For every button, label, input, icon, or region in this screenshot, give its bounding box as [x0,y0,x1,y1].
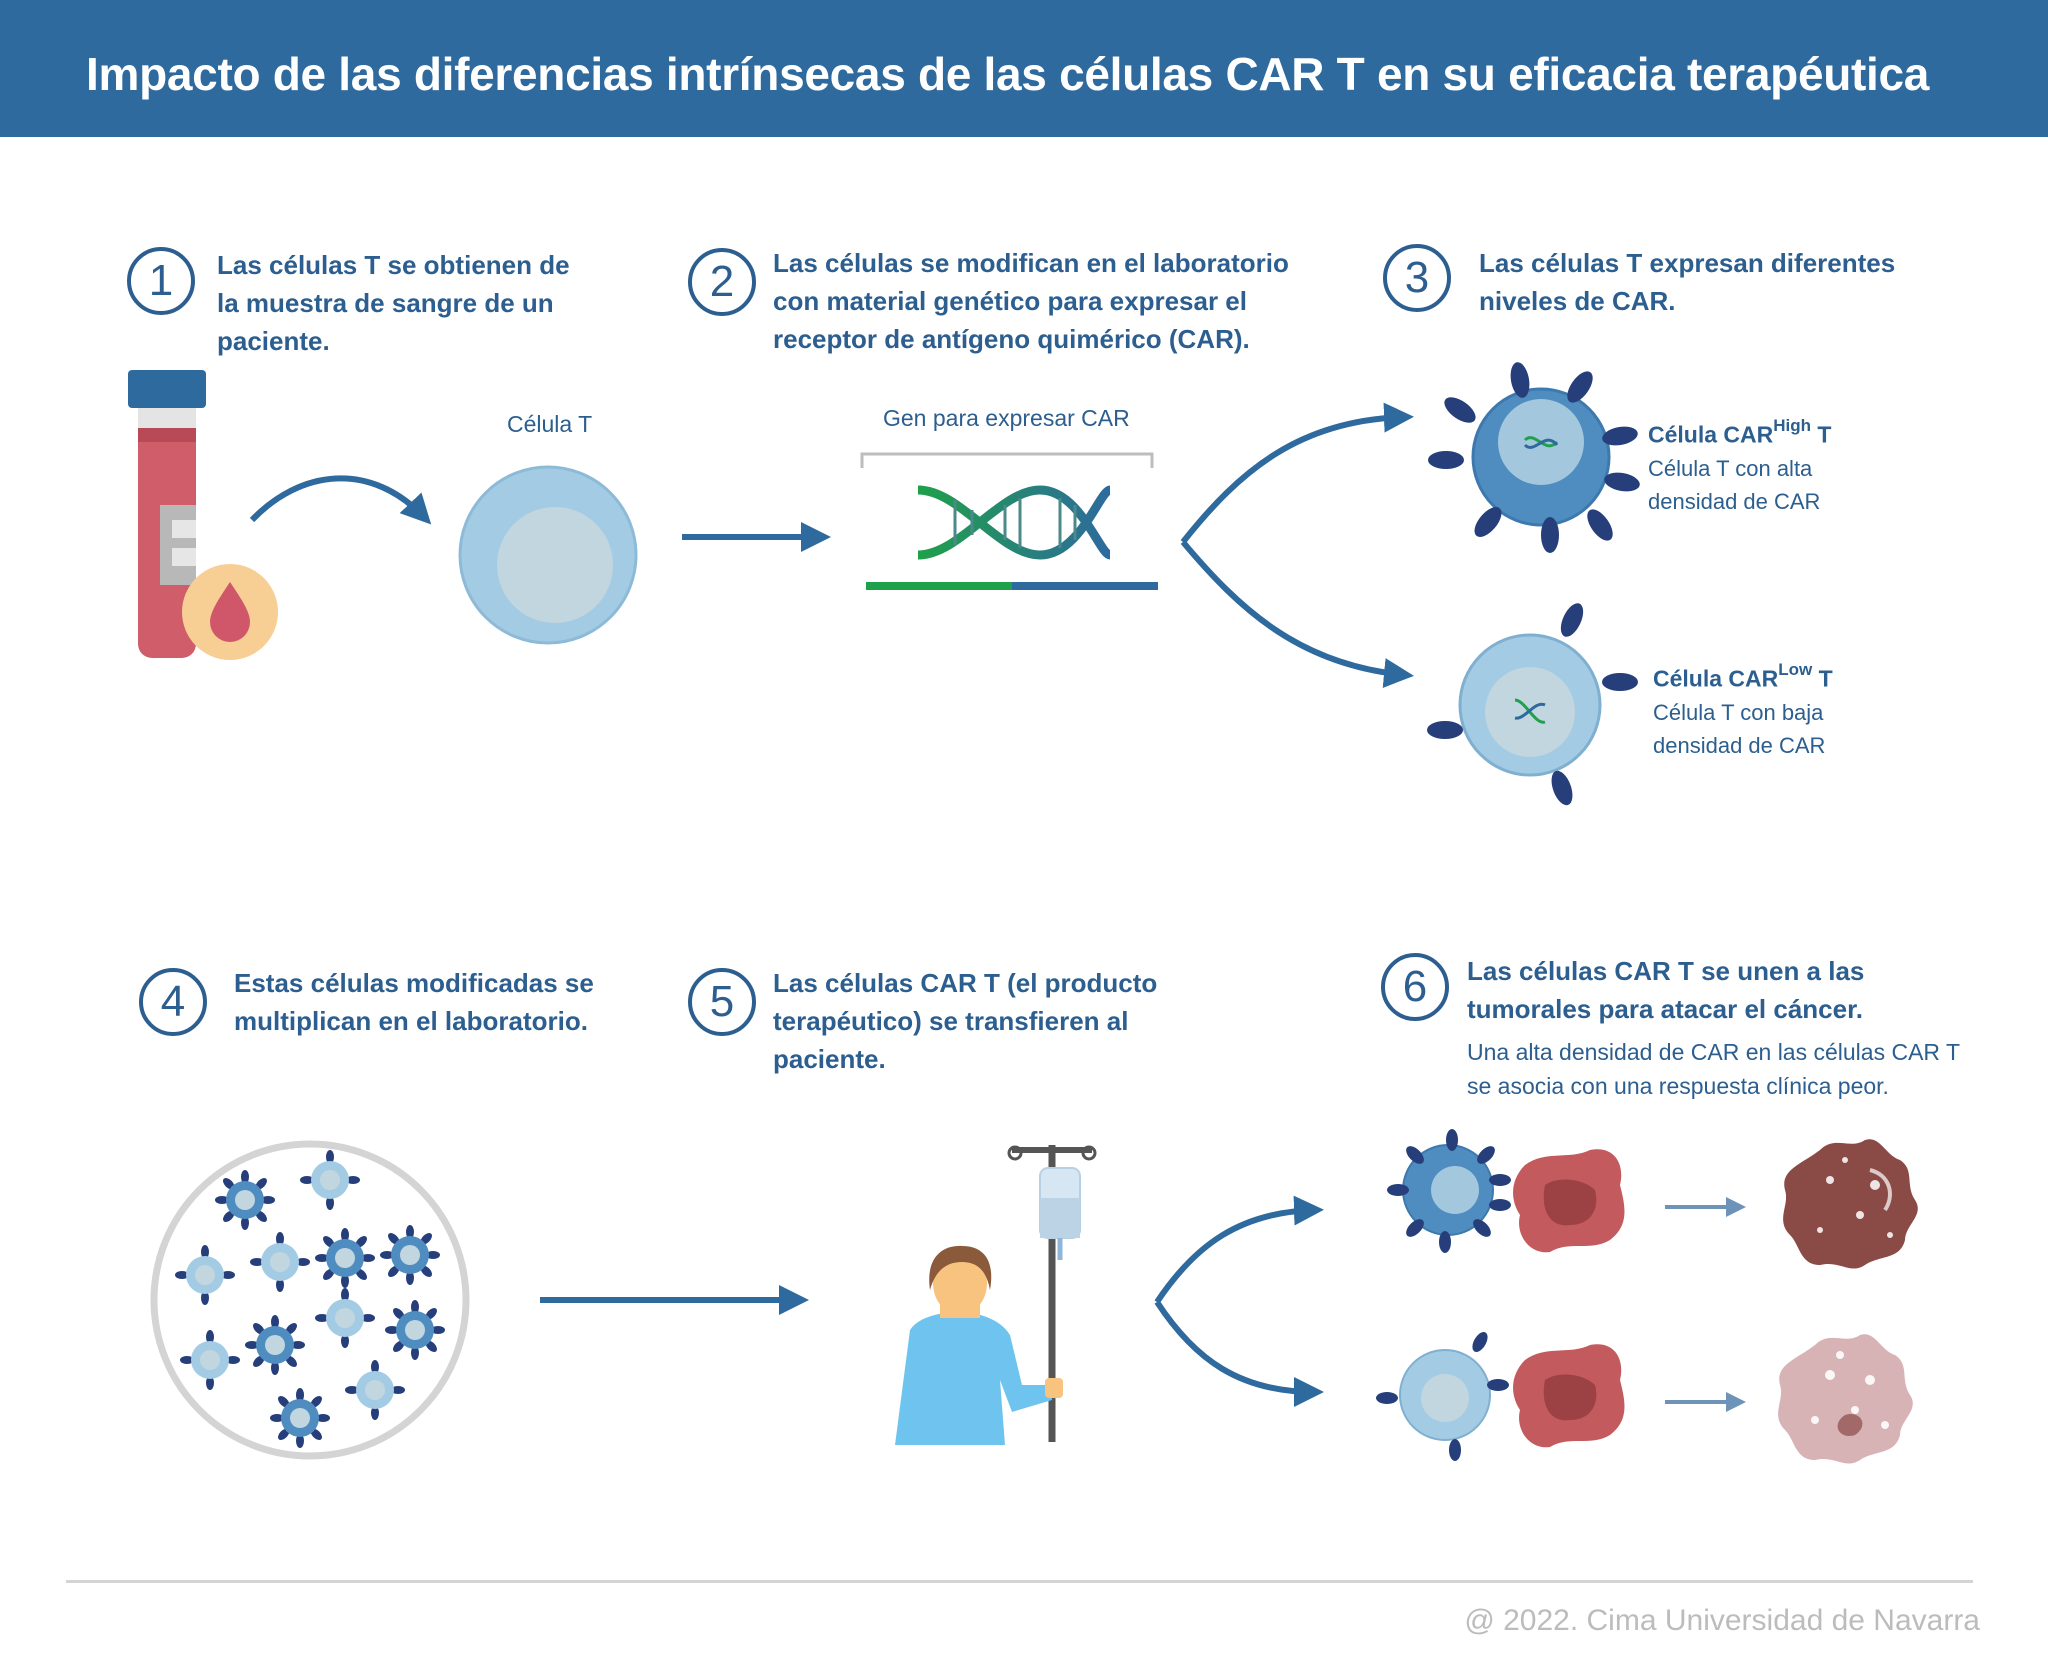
step-3-number: 3 [1383,244,1451,312]
mini-car-cell-icon [175,1245,235,1305]
mini-car-cell-icon [180,1330,240,1390]
mini-car-cell-icon [385,1300,445,1360]
step-4-text: Estas células modificadas se multiplican… [234,968,594,1036]
gene-label: Gen para expresar CAR [883,405,1130,431]
patient-icon [895,1245,1063,1445]
petri-dish-icon [150,1140,470,1460]
car-low-cell-icon [1427,603,1638,806]
car-high-tumor-interaction [1387,1129,1918,1269]
t-cell-label: Célula T [507,411,593,437]
header-bar: Impacto de las diferencias intrínsecas d… [0,0,2048,137]
blood-drop-icon [182,564,278,660]
t-cell-icon [458,465,638,645]
mini-car-cell-icon [270,1388,330,1448]
mini-car-cell-icon [250,1232,310,1292]
step-6-note: Una alta densidad de CAR en las células … [1467,1039,1960,1099]
step-5-text: Las células CAR T (el producto terapéuti… [773,968,1158,1074]
step-6-number: 6 [1381,953,1449,1021]
step-1-text: Las células T se obtienen de la muestra … [217,250,570,356]
step-6-text: Las células CAR T se unen a las tumorale… [1467,956,1865,1024]
mini-car-cell-icon [245,1315,305,1375]
dna-icon [860,452,1158,590]
step-3-text: Las células T expresan diferentes nivele… [1479,248,1896,316]
footer-divider [66,1580,1973,1583]
step-5-number: 5 [688,968,756,1036]
page-title: Impacto de las diferencias intrínsecas d… [86,48,1930,100]
mini-car-cell-icon [215,1170,275,1230]
car-high-desc: Célula T con alta densidad de CAR [1648,456,1821,514]
step-2-number: 2 [688,248,756,316]
step-1-number: 1 [127,247,195,315]
blood-tube-icon [128,370,206,658]
mini-car-cell-icon [315,1228,375,1288]
car-high-name: Célula CARHigh T [1648,416,1832,448]
mini-car-cell-icon [300,1150,360,1210]
car-low-name: Célula CARLow T [1653,660,1833,692]
mini-car-cell-icon [315,1288,375,1348]
copyright-text: @ 2022. Cima Universidad de Navarra [1464,1604,1980,1637]
step-2-text: Las células se modifican en el laborator… [773,248,1289,354]
step-4-number: 4 [139,968,207,1036]
car-low-desc: Célula T con baja densidad de CAR [1653,700,1826,758]
mini-car-cell-icon [345,1360,405,1420]
car-low-tumor-interaction [1376,1332,1913,1464]
car-high-cell-icon [1428,362,1640,553]
mini-car-cell-icon [380,1225,440,1285]
